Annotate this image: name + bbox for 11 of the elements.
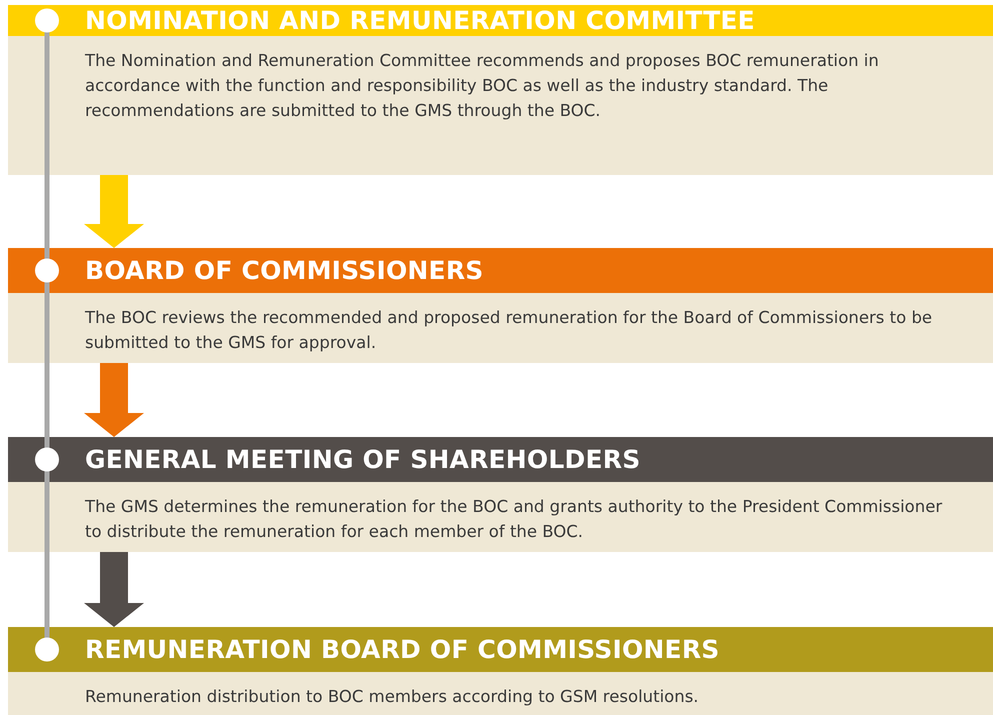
- description-text: Remuneration distribution to BOC members according to GSM resolutions.: [8, 672, 993, 715]
- down-arrow: [84, 552, 144, 627]
- down-arrow: [84, 363, 144, 437]
- section-header: BOARD OF COMMISSIONERS: [8, 248, 993, 293]
- section-header: GENERAL MEETING OF SHAREHOLDERS: [8, 437, 993, 482]
- description-text: The GMS determines the remuneration for the BOC and grants authority to the President Commissioner to distribute the remuneration for each member of the BOC.: [8, 482, 993, 552]
- section-header: REMUNERATION BOARD OF COMMISSIONERS: [8, 627, 993, 672]
- description-text: The Nomination and Remuneration Committee recommends and proposes BOC remuneration in accordance with the function and responsibility BOC as well as the industry standard. The recommendations are submitted to the GMS through the BOC.: [8, 36, 993, 175]
- down-arrow: [84, 175, 144, 248]
- description-text: The BOC reviews the recommended and proposed remuneration for the Board of Commissioners to be submitted to the GMS for approval.: [8, 293, 993, 363]
- section-header: NOMINATION AND REMUNERATION COMMITTEE: [8, 5, 993, 36]
